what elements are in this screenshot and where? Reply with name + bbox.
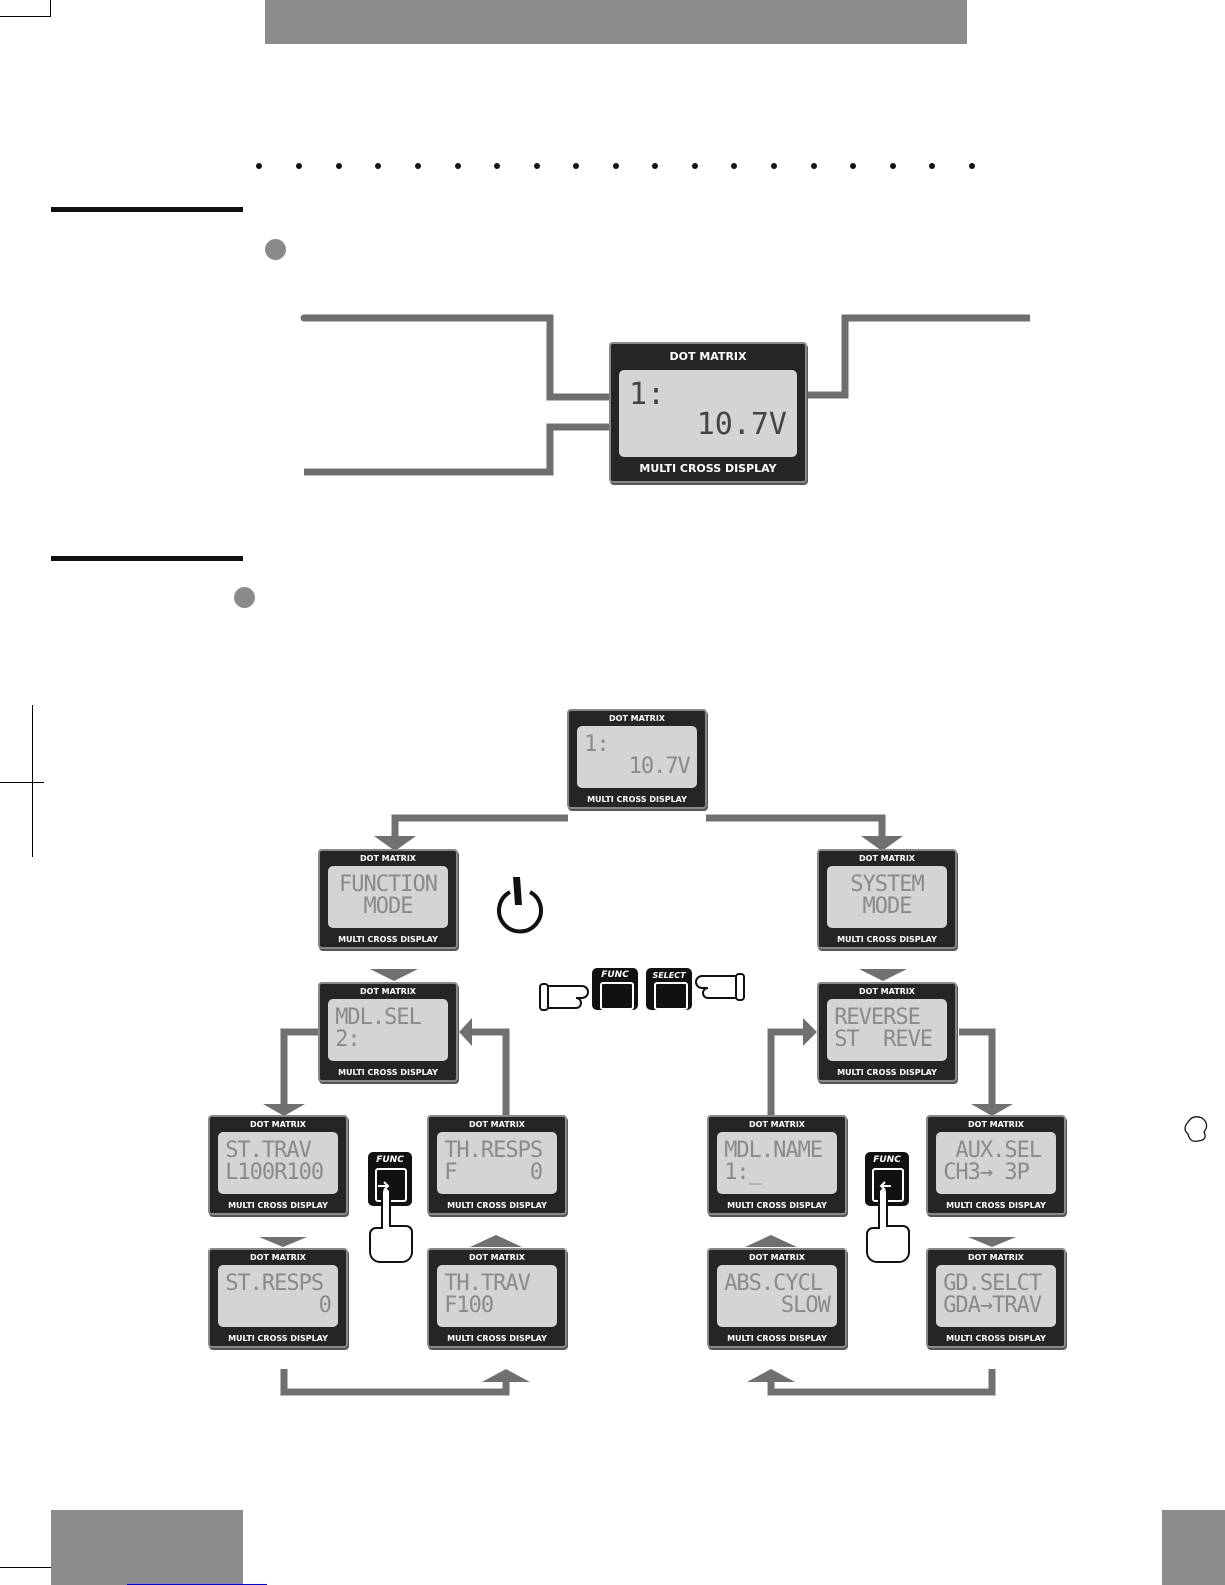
display-th-trav: DOT MATRIX TH.TRAV F100 MULTI CROSS DISP… — [427, 1248, 567, 1348]
select-button[interactable]: SELECT — [646, 968, 692, 1010]
display-home: DOT MATRIX 1: 10.7V MULTI CROSS DISPLAY — [567, 709, 707, 809]
section-rule-2 — [51, 556, 243, 561]
registration-mark-left-h — [0, 782, 44, 783]
crop-mark-top-left — [0, 0, 51, 17]
display-top-label: DOT MATRIX — [669, 350, 747, 363]
section-bullet-1 — [265, 239, 286, 260]
display-st-resps: DOT MATRIX ST.RESPS 0 MULTI CROSS DISPLA… — [208, 1248, 348, 1348]
func-press-right: FUNC — [861, 1152, 913, 1264]
display-line-1: 1: — [629, 377, 666, 412]
hand-icons — [539, 973, 745, 1011]
display-gd-selct: DOT MATRIX GD.SELCT GDA→TRAV MULTI CROSS… — [926, 1248, 1066, 1348]
footer-tab-right — [1162, 1510, 1225, 1585]
section-bullet-2 — [234, 587, 255, 608]
header-bar — [265, 0, 967, 44]
display-st-trav: DOT MATRIX ST.TRAV L100R100 MULTI CROSS … — [208, 1115, 348, 1215]
select-button-label: SELECT — [652, 971, 686, 980]
section-rule-1 — [51, 207, 243, 212]
display-screen: 1: 10.7V — [619, 370, 797, 457]
main-display: DOT MATRIX 1: 10.7V MULTI CROSS DISPLAY — [609, 342, 807, 483]
hand-press-icon — [866, 1181, 910, 1263]
func-button-label: FUNC — [601, 970, 629, 980]
display-line-2: 10.7V — [696, 407, 787, 442]
func-select-press-illustration: FUNC SELECT — [538, 964, 746, 1016]
display-aux-sel: DOT MATRIX AUX.SEL CH3→ 3P MULTI CROSS D… — [926, 1115, 1066, 1215]
hand-press-icon — [369, 1181, 413, 1263]
display-reverse: DOT MATRIX REVERSE ST REVE MULTI CROSS D… — [817, 982, 957, 1082]
func-press-left: FUNC — [364, 1152, 416, 1264]
select-key-face — [654, 982, 688, 1010]
func-button[interactable]: FUNC — [592, 968, 638, 1010]
footer-crop-line — [0, 1567, 51, 1568]
display-function-mode: DOT MATRIX FUNCTION MODE MULTI CROSS DIS… — [318, 849, 458, 949]
display-system-mode: DOT MATRIX SYSTEM MODE MULTI CROSS DISPL… — [817, 849, 957, 949]
footer-tab-left — [51, 1510, 243, 1585]
display-bottom-label: MULTI CROSS DISPLAY — [639, 462, 777, 475]
registration-mark-left — [32, 705, 33, 857]
display-mdl-sel: DOT MATRIX MDL.SEL 2: MULTI CROSS DISPLA… — [318, 982, 458, 1082]
func-key-face — [600, 982, 634, 1010]
func-button-left[interactable]: FUNC — [368, 1152, 412, 1206]
display-mdl-name: DOT MATRIX MDL.NAME 1:_ MULTI CROSS DISP… — [707, 1115, 847, 1215]
display-abs-cycl: DOT MATRIX ABS.CYCL SLOW MULTI CROSS DIS… — [707, 1248, 847, 1348]
display-th-resps: DOT MATRIX TH.RESPS F 0 MULTI CROSS DISP… — [427, 1115, 567, 1215]
